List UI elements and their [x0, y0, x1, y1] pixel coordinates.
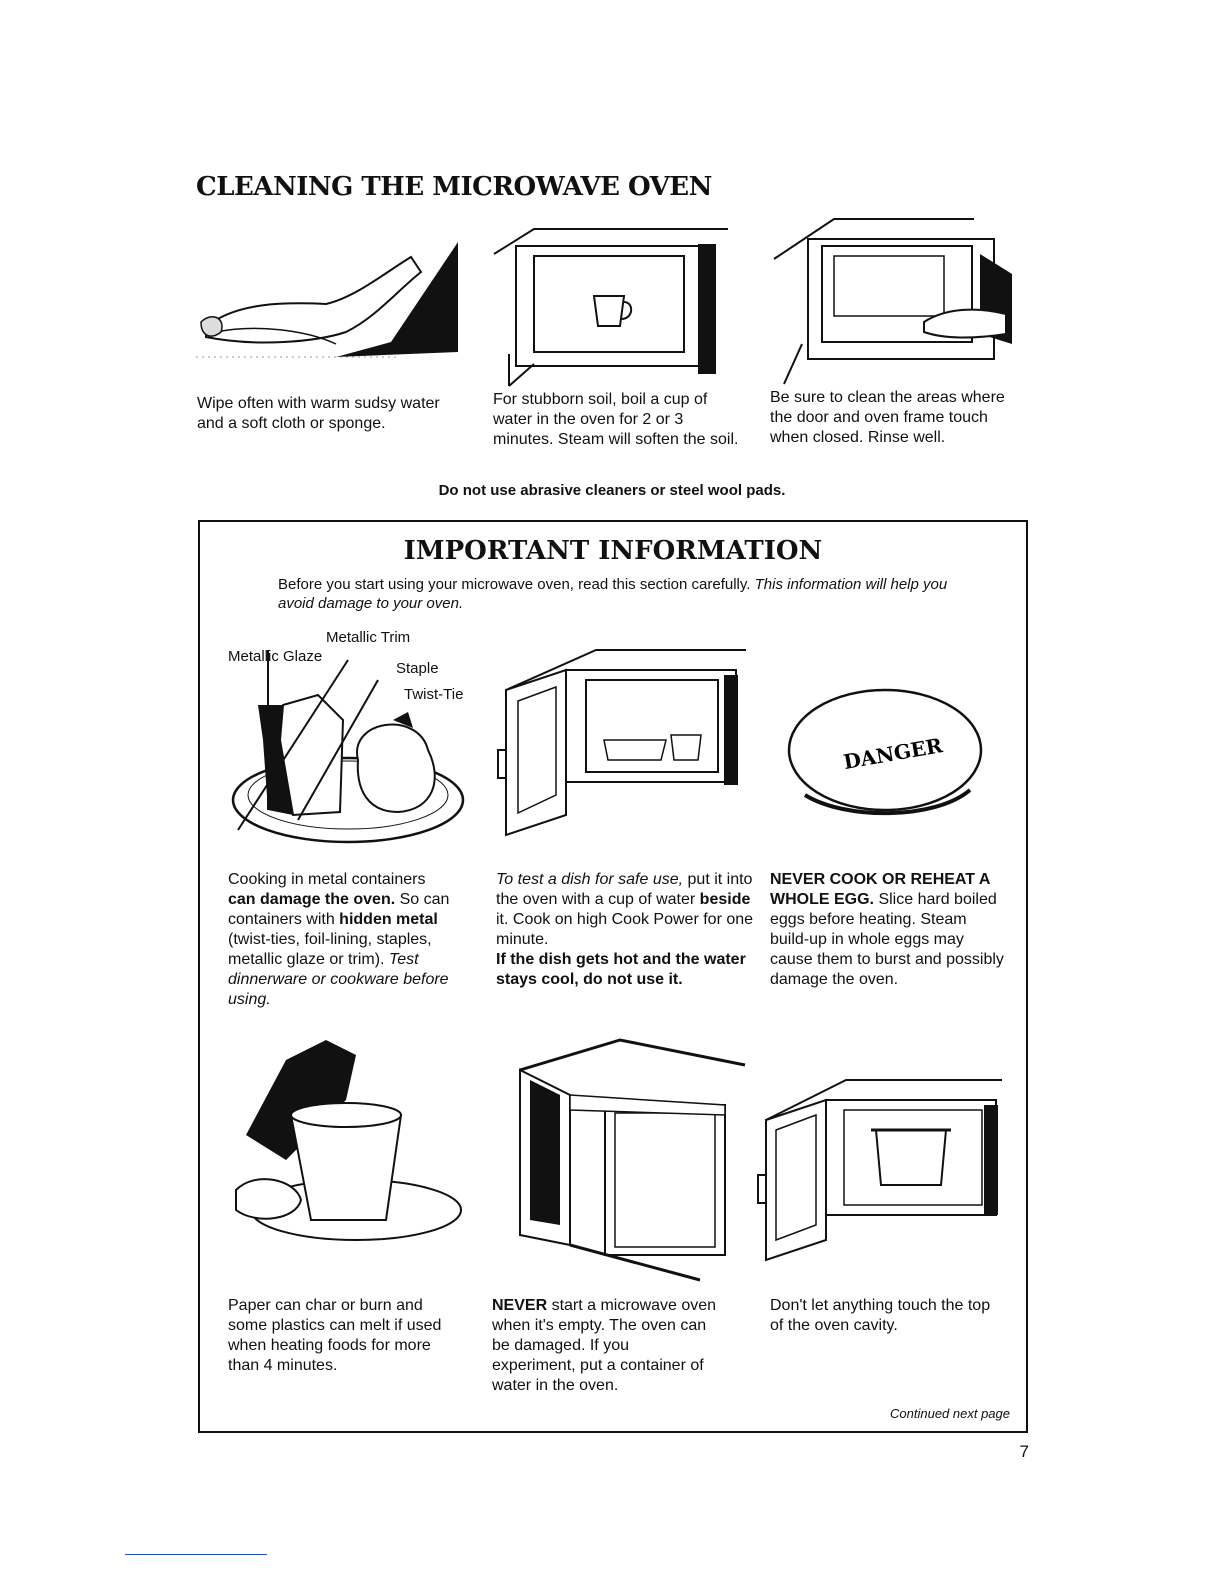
- oven-frame-cleaning-illustration: [773, 218, 1012, 385]
- caption-whole-egg: NEVER COOK OR REHEAT A WHOLE EGG. Slice …: [770, 871, 1004, 988]
- label-metallic-trim: Metallic Trim: [326, 629, 411, 646]
- metal-containers-illustration: [231, 650, 465, 844]
- empty-oven-illustration: [519, 1038, 746, 1282]
- egg-danger-illustration: DANGER: [787, 688, 983, 816]
- label-twist-tie: Twist-Tie: [404, 686, 464, 703]
- hand-wiping-illustration: [196, 242, 458, 358]
- caption-boil-water: For stubborn soil, boil a cup of water i…: [493, 391, 739, 448]
- footer-rule: [125, 1554, 267, 1555]
- intro-italic: This information will help you avoid dam…: [278, 576, 948, 612]
- dish-test-oven-illustration: [497, 649, 746, 837]
- caption-paper-plastics: Paper can char or burn and some plastics…: [228, 1297, 442, 1374]
- abrasive-warning: Do not use abrasive cleaners or steel wo…: [438, 482, 786, 499]
- caption-wipe: Wipe often with warm sudsy water and a s…: [197, 395, 440, 432]
- caption-dish-test: To test a dish for safe use, put it into…: [496, 871, 754, 988]
- page-title: CLEANING THE MICROWAVE OVEN: [196, 172, 712, 202]
- caption-metal-containers: Cooking in metal containers can damage t…: [228, 871, 450, 1008]
- continued-next-page: Continued next page: [890, 1406, 1010, 1421]
- paper-plastic-illustration: [235, 1040, 462, 1241]
- pot-in-oven-illustration: [757, 1079, 1002, 1262]
- caption-empty-oven: NEVER start a microwave oven when it's e…: [492, 1297, 717, 1394]
- label-staple: Staple: [396, 660, 439, 677]
- important-intro: Before you start using your microwave ov…: [278, 575, 958, 613]
- important-information-box: [198, 520, 1028, 1433]
- intro-normal: Before you start using your microwave ov…: [278, 576, 751, 593]
- page-number: 7: [1019, 1442, 1029, 1461]
- important-title: IMPORTANT INFORMATION: [403, 536, 823, 566]
- caption-oven-cavity: Don't let anything touch the top of the …: [770, 1297, 991, 1334]
- oven-with-cup-illustration: [493, 228, 728, 387]
- caption-clean-frame: Be sure to clean the areas where the doo…: [770, 389, 1005, 446]
- label-metallic-glaze: Metallic Glaze: [228, 648, 323, 665]
